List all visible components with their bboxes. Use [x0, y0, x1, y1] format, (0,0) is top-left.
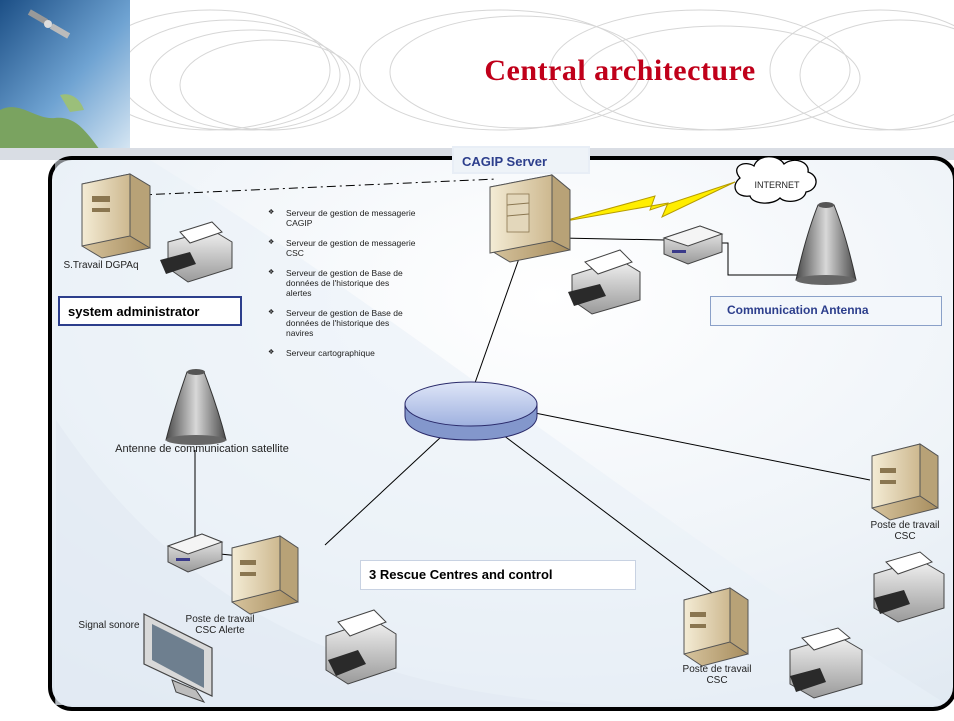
- server-list-item: Serveur de gestion de Base de données de…: [266, 308, 416, 338]
- csc-right-line-1: Poste de travail: [870, 520, 940, 531]
- csc-bottom-line-2: CSC: [706, 675, 728, 686]
- csc-workstation-bottom-icon: [683, 587, 749, 667]
- csc-alerte-line-1: Poste de travail: [185, 614, 255, 625]
- csc-alerte-workstation-icon: [231, 535, 299, 615]
- printer-icon: [568, 249, 641, 315]
- csc-bottom-workstation-label: Poste de travail CSC: [672, 664, 762, 686]
- dgpaq-workstation-label: S.Travail DGPAq: [63, 260, 139, 271]
- server-list-item: Serveur de gestion de Base de données de…: [266, 268, 416, 298]
- csc-right-workstation-label: Poste de travail CSC: [860, 520, 950, 542]
- sat-antenna-label: Antenne de communication satellite: [115, 443, 289, 455]
- printer-icon: [789, 627, 863, 699]
- server-list: Serveur de gestion de messagerie CAGIP S…: [266, 208, 416, 368]
- slide-title: Central architecture: [484, 54, 756, 87]
- communication-antenna-label: Communication Antenna: [710, 296, 942, 326]
- header-decoration: [0, 0, 954, 160]
- signal-sonore-label: Signal sonore: [78, 620, 140, 631]
- csc-alerte-workstation-label: Poste de travail CSC Alerte: [170, 614, 270, 636]
- satellite-antenna-icon: [165, 369, 227, 445]
- printer-icon: [873, 551, 945, 623]
- csc-right-line-2: CSC: [894, 531, 916, 542]
- wireless-link-icon: [559, 181, 736, 223]
- dgpaq-workstation-icon: [81, 173, 151, 259]
- csc-alerte-line-2: CSC Alerte: [195, 625, 245, 636]
- cagip-server-label: CAGIP Server: [452, 146, 590, 174]
- server-list-item: Serveur cartographique: [266, 348, 416, 358]
- monitor-icon: [143, 613, 213, 703]
- cagip-server-icon: [489, 173, 571, 263]
- internet-cloud-icon: [734, 156, 817, 204]
- system-administrator-label: system administrator: [58, 296, 242, 326]
- printer-icon: [160, 221, 233, 283]
- communication-antenna-icon: [795, 202, 857, 285]
- network-hub-icon: [404, 381, 538, 441]
- rescue-centres-label: 3 Rescue Centres and control: [360, 560, 636, 590]
- server-list-item: Serveur de gestion de messagerie CAGIP: [266, 208, 416, 228]
- csc-workstation-right-icon: [871, 443, 939, 521]
- csc-bottom-line-1: Poste de travail: [682, 664, 752, 675]
- modem-icon: [166, 533, 224, 573]
- satellite-icon: [27, 9, 71, 39]
- server-list-item: Serveur de gestion de messagerie CSC: [266, 238, 416, 258]
- internet-label: INTERNET: [754, 180, 800, 190]
- modem-icon: [662, 225, 724, 265]
- printer-icon: [325, 609, 397, 685]
